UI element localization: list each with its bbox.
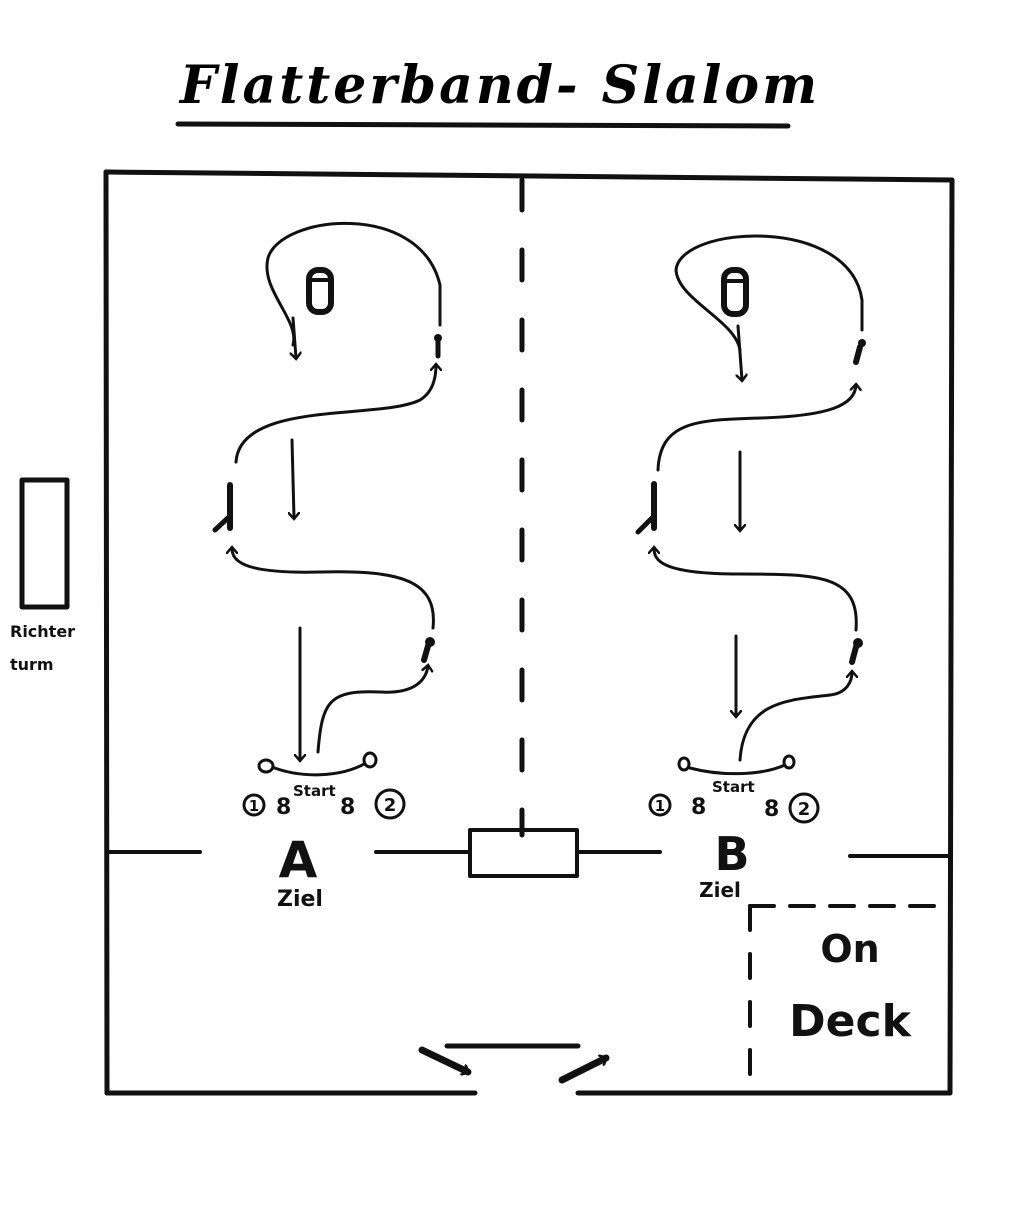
finish-line <box>106 828 950 878</box>
rider-number-left: 1 <box>655 797 665 815</box>
path-segment <box>316 666 428 754</box>
start-label: Start <box>293 782 336 800</box>
start-label: Start <box>712 778 755 796</box>
path-segment <box>265 221 442 347</box>
diagram-title: Flatterband- Slalom <box>178 55 820 116</box>
lane-a: Start 1 8 8 2 A Ziel <box>212 221 442 912</box>
judge-tower-label-line1: Richter <box>10 622 75 641</box>
rider-number-circle <box>648 793 672 817</box>
path-segment <box>674 234 864 352</box>
on-deck-label-line2: Deck <box>789 996 912 1047</box>
flag-pole-icon <box>635 481 657 535</box>
path-segment <box>654 548 858 632</box>
pole-icon <box>849 638 863 665</box>
arrow-icon <box>738 324 742 380</box>
path-segment <box>656 385 856 472</box>
start-line <box>257 751 378 777</box>
on-deck-area: On Deck <box>748 904 950 1092</box>
finish-label-b: Ziel <box>699 878 741 902</box>
on-deck-label-line1: On <box>820 927 879 971</box>
lane-label-a: A <box>279 831 318 889</box>
rider-number-circle <box>242 793 266 817</box>
arrow-icon <box>292 438 294 518</box>
rider-icon: 8 <box>691 795 706 820</box>
lane-label-b: B <box>714 827 749 881</box>
barrel-icon <box>721 267 749 317</box>
pole-icon <box>853 339 866 365</box>
arrow-icon <box>293 316 296 358</box>
pole-icon <box>434 334 442 359</box>
path-segment <box>232 548 435 630</box>
exit-arrow-icon <box>558 1058 610 1084</box>
flag-pole-icon <box>212 482 233 533</box>
barrel-icon <box>306 267 334 315</box>
rider-number-left: 1 <box>249 797 259 815</box>
rider-icon: 8 <box>764 797 779 822</box>
lane-b: Start 1 8 8 2 B Ziel <box>635 234 866 902</box>
judge-tower: Richter turm <box>10 477 75 674</box>
entry-arrow-icon <box>418 1046 472 1072</box>
center-box <box>468 828 579 878</box>
judge-tower-label-line2: turm <box>10 655 54 674</box>
title-underline <box>175 121 791 129</box>
path-segment <box>234 365 436 464</box>
arena-border <box>103 169 955 1096</box>
rider-number-right: 2 <box>798 799 811 820</box>
start-line <box>677 754 796 776</box>
rider-number-right: 2 <box>384 795 397 816</box>
entrance-gate <box>418 1043 610 1084</box>
finish-label-a: Ziel <box>277 887 323 912</box>
rider-number-circle <box>374 788 406 820</box>
rider-icon: 8 <box>276 795 291 820</box>
rider-number-circle <box>788 792 820 824</box>
path-segment <box>738 672 852 762</box>
pole-icon <box>421 637 435 663</box>
rider-icon: 8 <box>340 795 355 820</box>
